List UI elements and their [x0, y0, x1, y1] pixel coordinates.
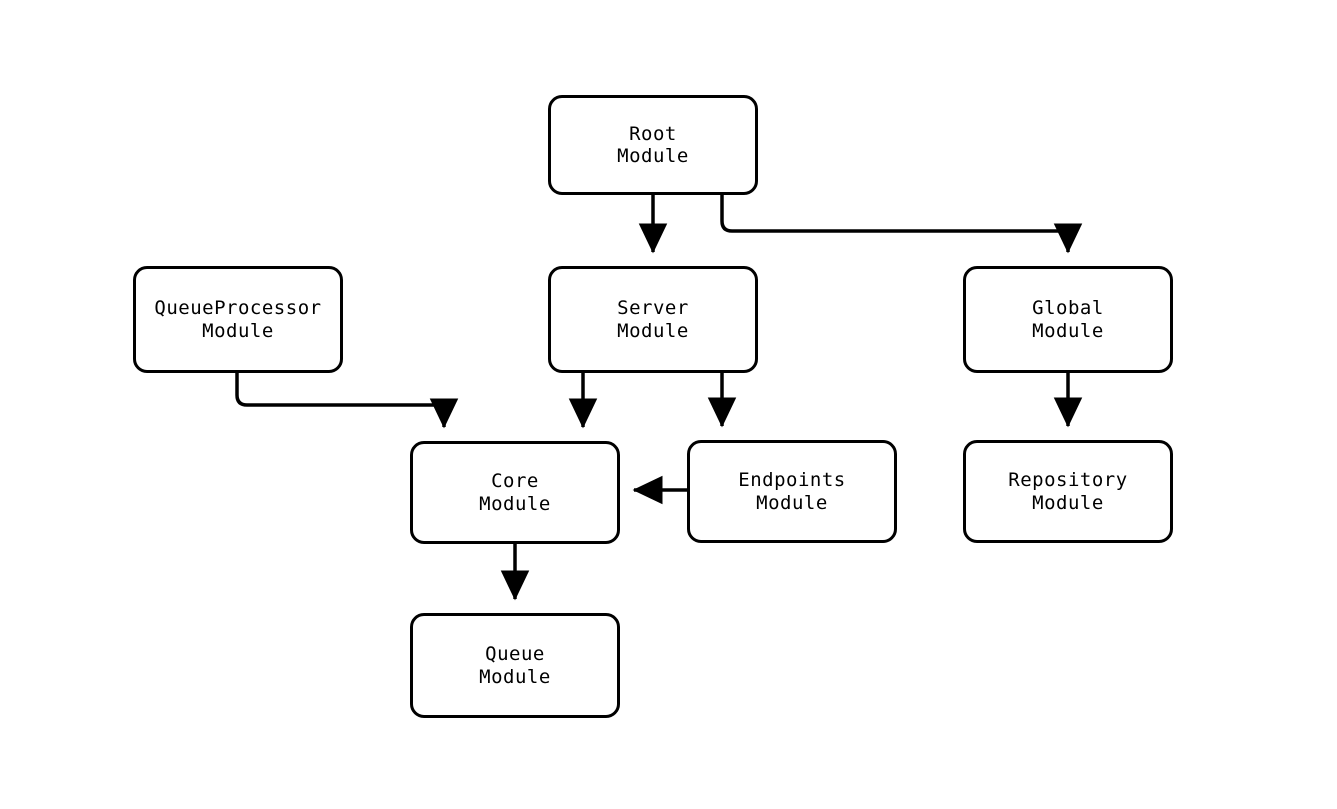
node-label-primary: Queue: [485, 643, 545, 666]
node-label-secondary: Module: [1032, 319, 1104, 342]
node-label-primary: Repository: [1008, 469, 1128, 492]
node-label-secondary: Module: [202, 319, 274, 342]
node-label-secondary: Module: [1032, 491, 1104, 514]
node-label-secondary: Module: [479, 665, 551, 688]
node-label-primary: Global: [1032, 297, 1104, 320]
node-label-secondary: Module: [479, 492, 551, 515]
node-label-primary: QueueProcessor: [154, 297, 322, 320]
node-label-secondary: Module: [617, 319, 689, 342]
node-label-primary: Endpoints: [738, 469, 846, 492]
edge-root-to-global: [720, 195, 1083, 254]
node-label-secondary: Module: [617, 145, 689, 167]
node-label-primary: Core: [491, 470, 539, 493]
node-label-primary: Root: [629, 122, 677, 145]
node-label-primary: Server: [617, 297, 689, 320]
edge-queueprocessor-to-core: [235, 373, 459, 429]
node-label-secondary: Module: [756, 491, 828, 514]
